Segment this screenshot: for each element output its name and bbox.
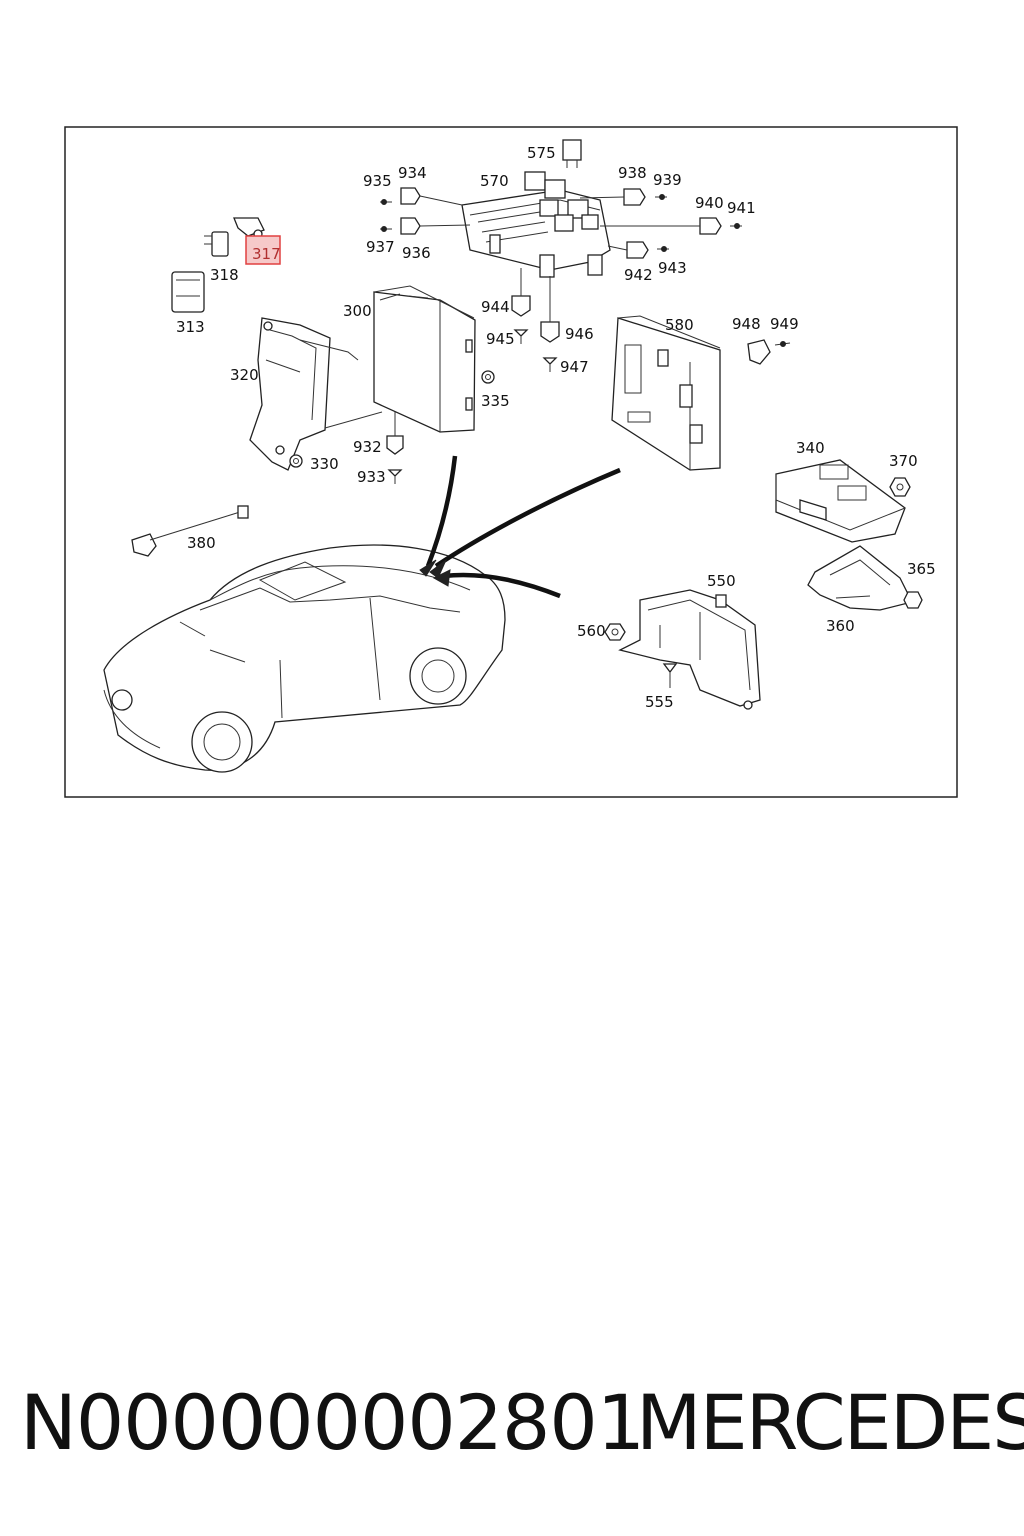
pin-939[interactable] <box>655 194 667 200</box>
part-number: N000000002801 <box>20 1378 645 1467</box>
label-949: 949 <box>770 315 799 333</box>
connector-944[interactable] <box>511 268 531 317</box>
label-932: 932 <box>353 438 382 456</box>
vehicle-coupe <box>103 544 506 773</box>
highlight-box-317 <box>245 235 281 265</box>
connector-938[interactable] <box>579 188 646 206</box>
nut-560[interactable] <box>604 623 626 641</box>
label-935: 935 <box>363 172 392 190</box>
label-944: 944 <box>481 298 510 316</box>
connector-948[interactable] <box>747 339 771 365</box>
nut-365[interactable] <box>903 591 923 609</box>
connector-936[interactable] <box>400 217 471 235</box>
pin-949[interactable] <box>774 341 791 347</box>
screw-555[interactable] <box>662 663 678 688</box>
connector-942[interactable] <box>607 241 649 259</box>
label-945: 945 <box>486 330 515 348</box>
module-580[interactable] <box>611 315 721 471</box>
nut-330[interactable] <box>289 454 303 468</box>
label-575: 575 <box>527 144 556 162</box>
brand-name: MERCEDES <box>636 1378 1024 1467</box>
label-948: 948 <box>732 315 761 333</box>
fuse-box-570[interactable] <box>461 171 611 278</box>
bracket-320[interactable] <box>249 317 359 471</box>
footer: N000000002801 MERCEDES <box>0 1378 1024 1478</box>
label-580: 580 <box>665 316 694 334</box>
label-943: 943 <box>658 259 687 277</box>
label-330: 330 <box>310 455 339 473</box>
screw-945[interactable] <box>513 329 529 344</box>
label-936: 936 <box>402 244 431 262</box>
label-947: 947 <box>560 358 589 376</box>
label-939: 939 <box>653 171 682 189</box>
relay-313[interactable] <box>171 271 205 313</box>
relay-318[interactable] <box>204 231 229 257</box>
label-550: 550 <box>707 572 736 590</box>
label-942: 942 <box>624 266 653 284</box>
label-335: 335 <box>481 392 510 410</box>
label-318: 318 <box>210 266 239 284</box>
label-317: 317 <box>252 245 281 263</box>
screw-947[interactable] <box>542 357 558 372</box>
label-946: 946 <box>565 325 594 343</box>
screw-933[interactable] <box>387 469 403 484</box>
label-941: 941 <box>727 199 756 217</box>
bracket-360[interactable] <box>807 545 913 611</box>
connector-946[interactable] <box>540 276 560 343</box>
label-934: 934 <box>398 164 427 182</box>
label-365: 365 <box>907 560 936 578</box>
sensor-380[interactable] <box>131 505 249 557</box>
label-340: 340 <box>796 439 825 457</box>
label-370: 370 <box>889 452 918 470</box>
label-938: 938 <box>618 164 647 182</box>
connector-932[interactable] <box>386 412 404 455</box>
pin-943[interactable] <box>657 246 669 252</box>
pin-937[interactable] <box>380 226 392 232</box>
label-937: 937 <box>366 238 395 256</box>
location-arrows <box>419 455 621 599</box>
label-380: 380 <box>187 534 216 552</box>
nut-370[interactable] <box>889 477 911 497</box>
pin-935[interactable] <box>380 199 392 205</box>
label-940: 940 <box>695 194 724 212</box>
control-unit-340[interactable] <box>775 459 906 543</box>
label-313: 313 <box>176 318 205 336</box>
connector-934[interactable] <box>400 187 463 206</box>
bracket-550[interactable] <box>618 589 761 710</box>
label-300: 300 <box>343 302 372 320</box>
control-unit-300[interactable] <box>373 285 476 433</box>
relay-575[interactable] <box>562 139 582 168</box>
label-555: 555 <box>645 693 674 711</box>
label-560: 560 <box>577 622 606 640</box>
nut-335[interactable] <box>481 370 495 384</box>
label-320: 320 <box>230 366 259 384</box>
label-570: 570 <box>480 172 509 190</box>
label-933: 933 <box>357 468 386 486</box>
label-360: 360 <box>826 617 855 635</box>
pin-941[interactable] <box>730 223 742 229</box>
parts-diagram: 575 570 935 934 937 936 938 939 940 941 … <box>64 126 958 798</box>
connector-940[interactable] <box>600 217 722 235</box>
